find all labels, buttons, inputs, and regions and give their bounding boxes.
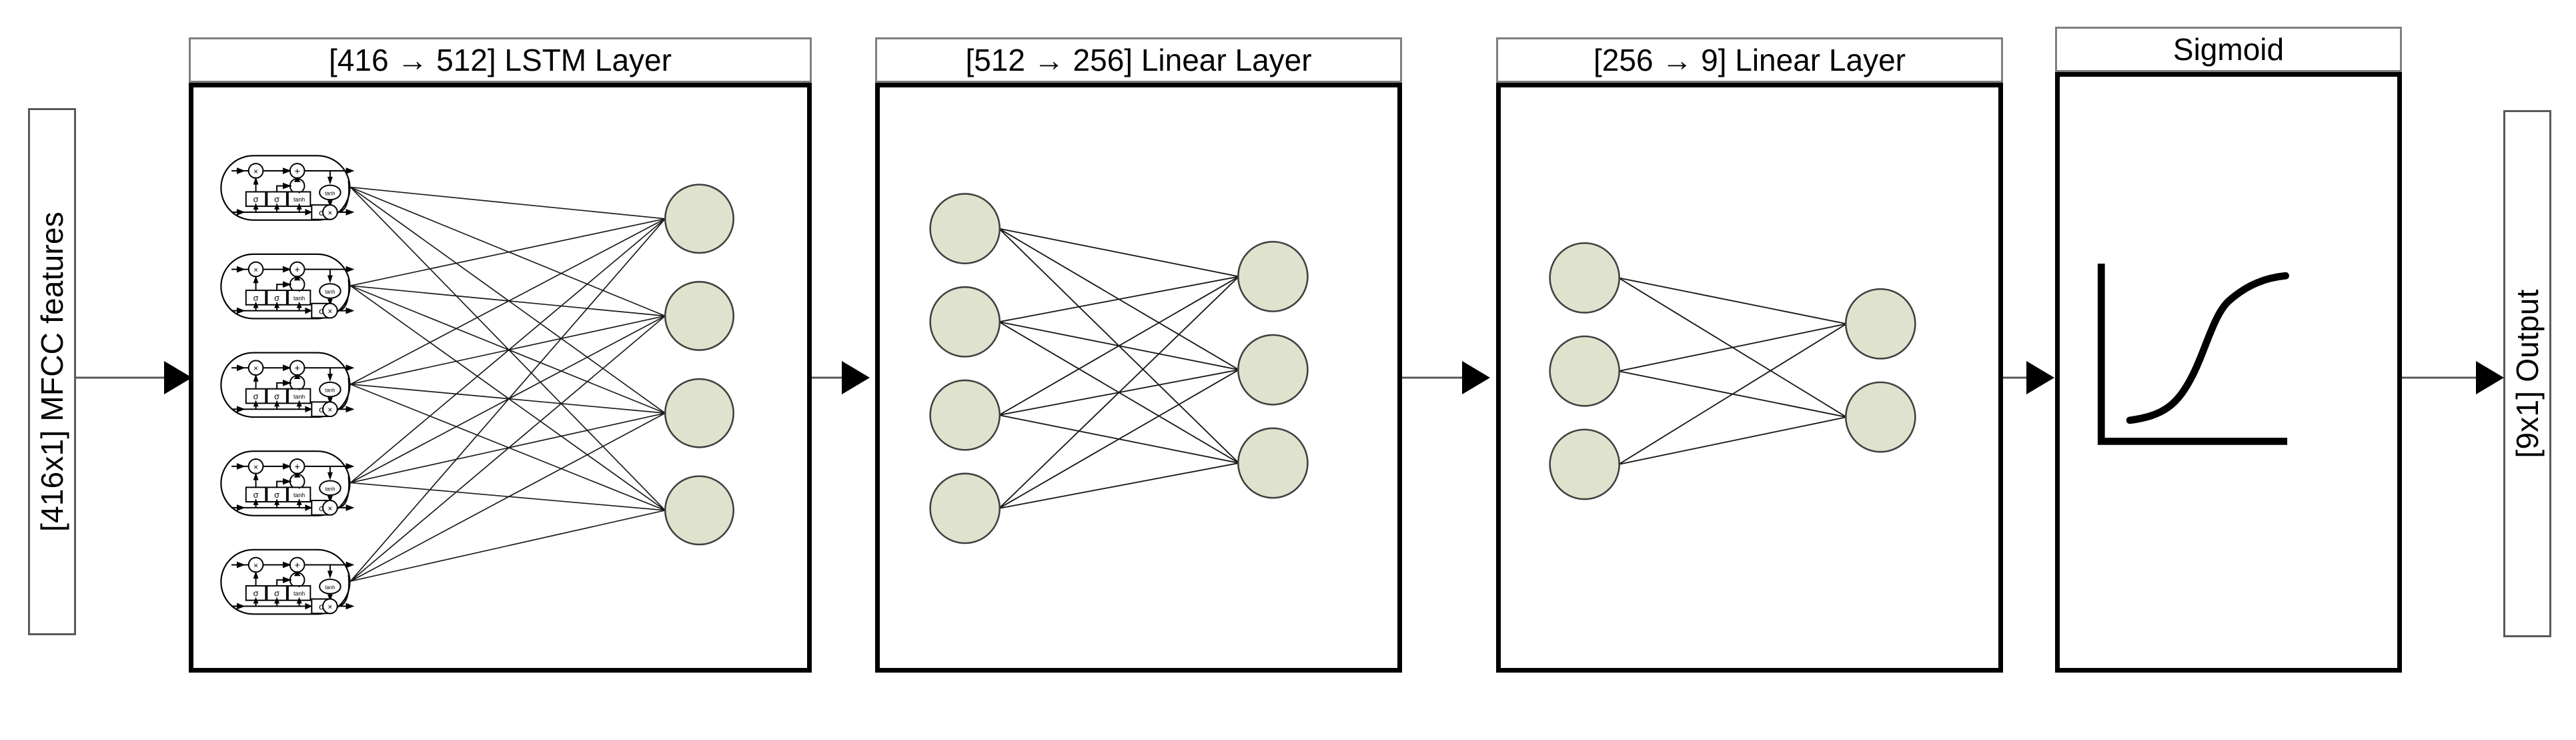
neuron [664,378,734,448]
lstm-layer-graph: × + σ [220,155,734,615]
sigmoid-layer-header: Sigmoid [2055,27,2402,72]
neuron [664,475,734,546]
neuron [1549,335,1620,407]
lstm-cell [220,155,356,221]
lstm-cell [220,352,356,418]
input-box-label: [416x1] MFCC features [35,212,69,532]
neuron [1845,288,1916,360]
lstm-connections [350,186,666,582]
lstm-layer-header-label: [416 → 512] LSTM Layer [329,43,672,77]
sigmoid-layer-header-label: Sigmoid [2172,32,2285,67]
neuron [1237,427,1309,499]
linear1-layer-graph [929,193,1309,544]
neuron [664,183,734,254]
lstm-cell [220,253,356,320]
neuron [929,193,1001,265]
neuron [1237,240,1309,312]
neuron [664,281,734,351]
arrowhead-input-to-lstm [164,361,192,394]
output-box-label: [9x1] Output [2510,289,2545,458]
neuron [1549,428,1620,500]
sigmoid-curve [2126,272,2289,424]
linear1-layer-header: [512 → 256] Linear Layer [875,37,1402,83]
sigmoid-plot [2097,264,2289,445]
arrowhead-lstm-to-linear1 [842,361,870,394]
neuron [1549,242,1620,314]
neuron [929,472,1001,544]
linear2-layer-header-label: [256 → 9] Linear Layer [1593,43,1906,77]
linear2-connections [1618,277,1847,465]
linear2-layer-header: [256 → 9] Linear Layer [1496,37,2003,83]
sigmoid-axes [2097,264,2288,445]
linear1-connections [999,228,1239,509]
arrowhead-linear1-to-linear2 [1462,361,1490,394]
neuron [1845,381,1916,453]
linear1-layer-header-label: [512 → 256] Linear Layer [965,43,1312,77]
linear2-layer-graph [1549,242,1916,500]
linear2-layer-body [1496,83,2003,673]
output-box: [9x1] Output [2503,110,2551,637]
neuron [929,286,1001,358]
neuron [1237,334,1309,406]
input-box: [416x1] MFCC features [28,108,76,635]
lstm-layer-body: × + σ [189,83,812,673]
lstm-layer-header: [416 → 512] LSTM Layer [189,37,812,83]
linear1-layer-body [875,83,1402,673]
lstm-cell [220,548,356,615]
neuron [929,379,1001,451]
arrowhead-linear2-to-sigmoid [2026,361,2054,394]
arrowhead-sigmoid-to-output [2476,361,2504,394]
sigmoid-layer-body [2055,72,2402,673]
lstm-cell [220,450,356,516]
